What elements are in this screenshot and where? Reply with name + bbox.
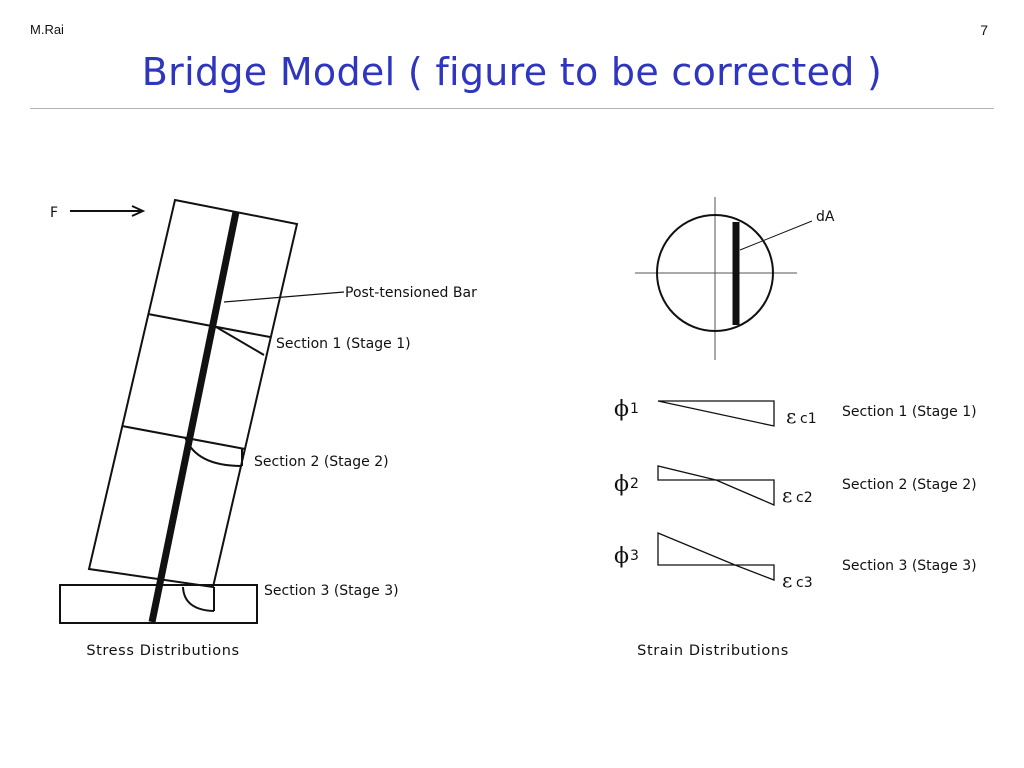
section2-stress bbox=[184, 436, 243, 467]
phi2-subscript: 2 bbox=[630, 476, 639, 492]
section3-label: Section 3 (Stage 3) bbox=[264, 583, 399, 599]
strain-section1-label: Section 1 (Stage 1) bbox=[842, 404, 977, 420]
section3-stress bbox=[182, 586, 215, 612]
strain-profile-3a bbox=[657, 532, 736, 566]
phi3-subscript: 3 bbox=[630, 548, 639, 564]
strain-section2-label: Section 2 (Stage 2) bbox=[842, 477, 977, 493]
section1-stress bbox=[210, 323, 265, 356]
stress-diagram: F Post-tensioned Bar Section 1 (Stage 1)… bbox=[50, 198, 477, 659]
eps1-subscript: c1 bbox=[800, 411, 817, 427]
strain-profile-1 bbox=[657, 400, 775, 427]
eps2-subscript: c2 bbox=[796, 490, 813, 506]
strain-diagram: dA ϕ 1 ε c1 Section 1 (Stage 1) ϕ 2 ε c2… bbox=[614, 197, 977, 659]
eps3-subscript: c3 bbox=[796, 575, 813, 591]
phi2-symbol: ϕ bbox=[614, 472, 629, 497]
phi1-symbol: ϕ bbox=[614, 397, 629, 422]
strain-caption: Strain Distributions bbox=[637, 643, 789, 659]
eps2-symbol: ε bbox=[782, 483, 792, 507]
column-outline bbox=[87, 198, 299, 589]
eps3-symbol: ε bbox=[782, 568, 792, 592]
strain-profile-3b bbox=[734, 564, 775, 581]
title-divider bbox=[30, 108, 994, 109]
foundation-block bbox=[59, 584, 258, 624]
force-label: F bbox=[50, 205, 58, 221]
stress-caption: Stress Distributions bbox=[86, 643, 239, 659]
joint-line-2 bbox=[121, 425, 246, 450]
section2-label: Section 2 (Stage 2) bbox=[254, 454, 389, 470]
eps1-symbol: ε bbox=[786, 404, 796, 428]
da-leader-line bbox=[739, 220, 813, 251]
strain-section3-label: Section 3 (Stage 3) bbox=[842, 558, 977, 574]
joint-line-1 bbox=[147, 313, 271, 338]
bar-label: Post-tensioned Bar bbox=[345, 285, 477, 301]
cross-section-circle bbox=[656, 214, 774, 332]
post-tensioned-bar bbox=[148, 211, 240, 623]
slide-title: Bridge Model ( figure to be corrected ) bbox=[141, 50, 883, 94]
phi3-symbol: ϕ bbox=[614, 544, 629, 569]
page-number: 7 bbox=[980, 22, 988, 38]
section1-label: Section 1 (Stage 1) bbox=[276, 336, 411, 352]
strain-profile-2a bbox=[657, 465, 717, 481]
da-label: dA bbox=[816, 209, 835, 225]
phi1-subscript: 1 bbox=[630, 401, 639, 417]
bar-leader-line bbox=[223, 291, 345, 303]
strain-profile-2b bbox=[715, 479, 775, 506]
author-label: M.Rai bbox=[30, 22, 64, 37]
